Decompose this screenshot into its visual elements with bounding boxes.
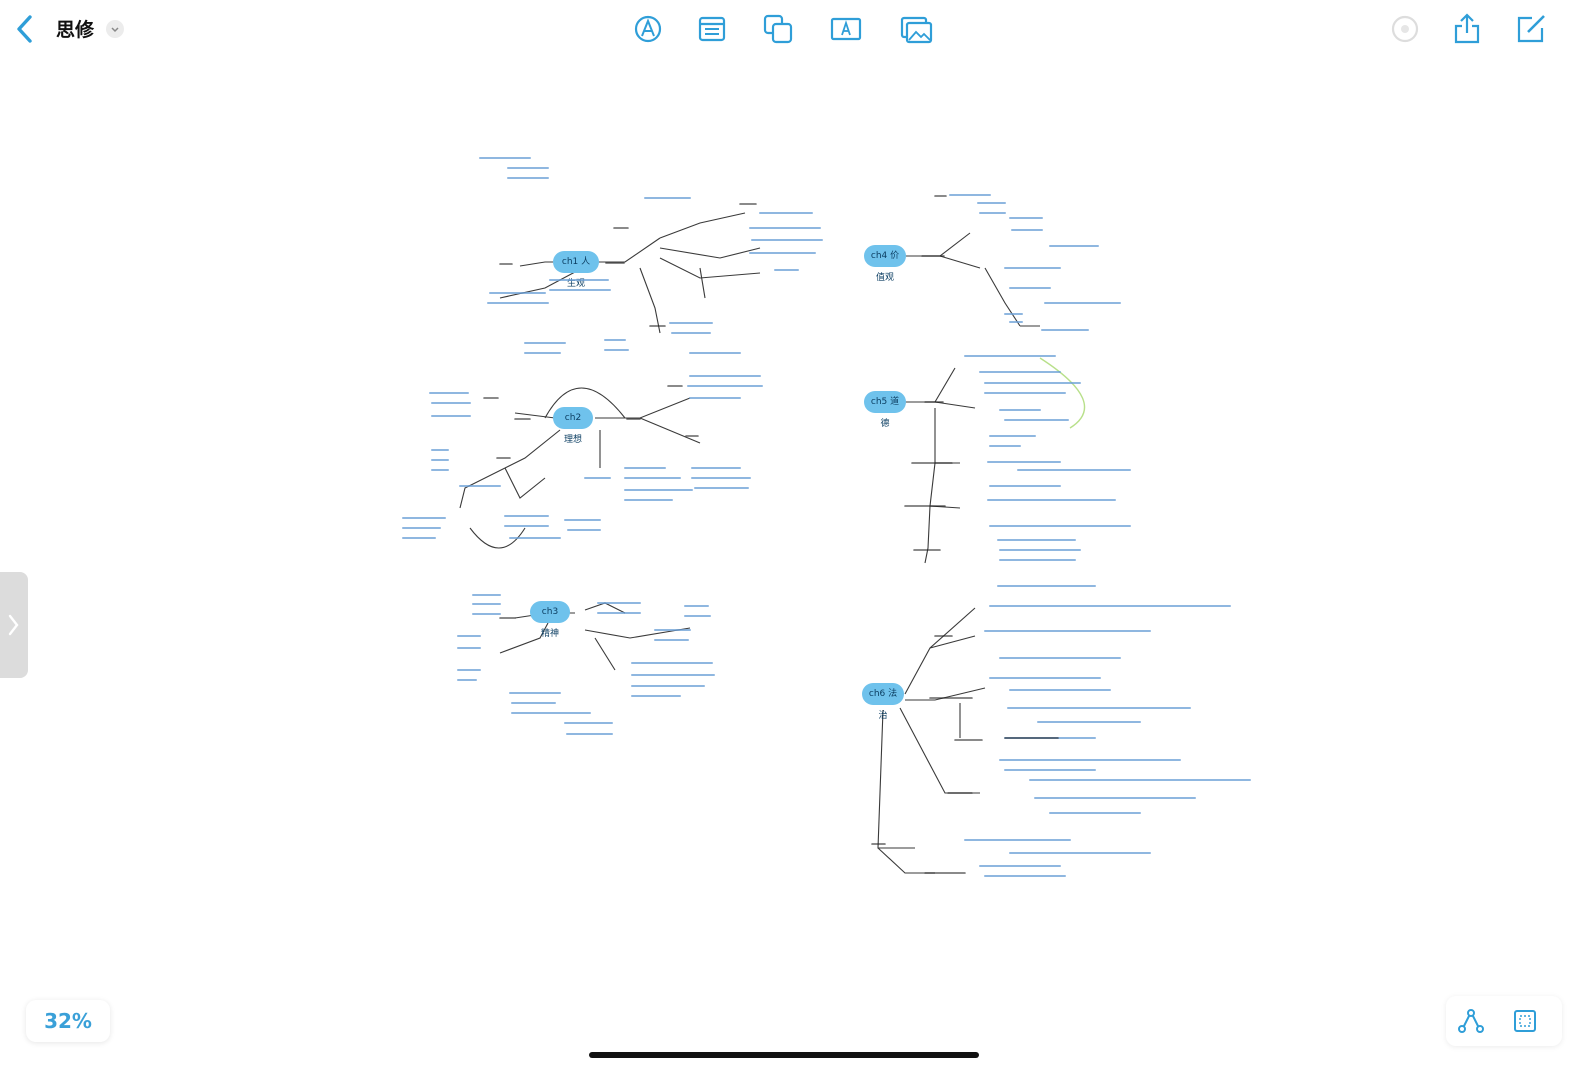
bottom-right-tools [1446,996,1562,1046]
title-menu-button[interactable] [106,20,124,38]
handwritten-notes [402,157,1251,877]
copy-node-icon [763,14,793,44]
topic-ch5[interactable]: ch5 道德 [864,391,906,429]
disabled-action-button[interactable] [1388,12,1422,46]
top-toolbar: 思修 [0,0,1586,58]
chevron-right-icon [8,614,19,636]
image-insert-icon [900,16,933,44]
home-indicator [589,1052,979,1058]
topic-ch3[interactable]: ch3 精神 [530,601,570,639]
chevron-down-icon [111,27,119,33]
outline-view-icon [698,16,726,42]
image-insert-button[interactable] [899,12,933,46]
share-icon [1454,13,1480,44]
topic-ch1[interactable]: ch1 人生观 [553,251,599,289]
mindmap-links [459,212,1086,874]
text-box-button[interactable] [829,12,863,46]
topic-ch6[interactable]: ch6 法治 [862,683,904,721]
edit-button[interactable] [1514,12,1548,46]
document-title[interactable]: 思修 [56,19,95,41]
topic-ch2[interactable]: ch2 理想 [553,407,593,445]
fit-to-screen-button[interactable] [1508,1004,1542,1038]
disabled-action-icon [1391,15,1419,43]
structure-tree-icon [1458,1009,1484,1033]
back-button[interactable] [10,12,38,46]
copy-node-button[interactable] [761,12,795,46]
text-box-icon [830,17,862,41]
back-icon [17,15,32,43]
pen-tool-icon [634,15,662,43]
topic-ch4[interactable]: ch4 价值观 [864,245,906,283]
layout-structure-button[interactable] [1454,1004,1488,1038]
side-panel-handle[interactable] [0,572,28,678]
zoom-level-indicator[interactable]: 32% [26,1000,110,1042]
fit-screen-icon [1514,1010,1536,1032]
edit-icon [1517,15,1545,43]
share-button[interactable] [1450,12,1484,46]
mindmap-canvas[interactable]: ch1 人生观 ch2 理想 ch3 精神 ch4 价值观 ch5 道德 ch6… [0,58,1586,1048]
pen-tool-button[interactable] [631,12,665,46]
outline-view-button[interactable] [695,12,729,46]
